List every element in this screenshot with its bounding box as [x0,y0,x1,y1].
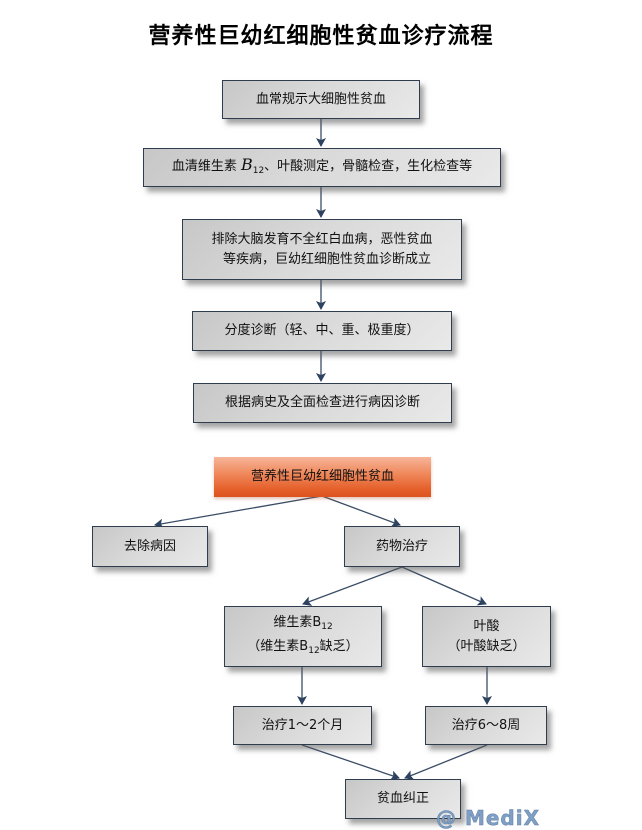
step-etiology-diagnosis: 根据病史及全面检查进行病因诊断 [193,383,452,423]
step-label: 血清维生素 B12、叶酸测定，骨髓检查，生化检查等 [171,154,473,176]
treatment-root-node: 营养性巨幼红细胞性贫血 [214,457,431,497]
page-title: 营养性巨幼红细胞性贫血诊疗流程 [148,24,494,49]
node-label-line2: （叶酸缺乏） [447,638,526,654]
step-exclude-diagnose: 排除大脑发育不全红白血病，恶性贫血 等疾病，巨幼红细胞性贫血诊断成立 [182,219,462,280]
arrow-drug-folic [401,566,487,606]
node-drug-therapy: 药物治疗 [344,526,460,567]
step-label: 分度诊断（轻、中、重、极重度） [224,323,420,338]
node-treat-folic-duration: 治疗6～8周 [425,706,547,745]
arrow-treatb12-result [301,744,400,781]
step-label-line2: 等疾病，巨幼红细胞性贫血诊断成立 [222,251,431,267]
node-label: 药物治疗 [375,538,428,554]
node-label-line2: （维生素B12缺乏） [247,638,359,656]
node-remove-cause: 去除病因 [92,526,208,567]
step-label-line1: 排除大脑发育不全红白血病，恶性贫血 [211,231,433,247]
step-lab-tests: 血清维生素 B12、叶酸测定，骨髓检查，生化检查等 [143,148,501,187]
b12-symbol: B [240,154,253,174]
node-label: 治疗1～2个月 [261,717,344,733]
arrow-root-drug [321,495,401,527]
medix-watermark: @ MediX [436,806,541,830]
node-label-line1: 维生素B12 [273,614,333,632]
step-severity-grading: 分度诊断（轻、中、重、极重度） [192,311,452,351]
node-label: 治疗6～8周 [451,717,521,733]
node-label-line1: 叶酸 [473,618,500,634]
node-vitamin-b12: 维生素B12 （维生素B12缺乏） [224,606,382,667]
step-cbc-macrocytic-anemia: 血常规示大细胞性贫血 [222,80,420,119]
arrow-drug-b12 [302,566,403,606]
arrow-treatfolic-result [404,744,488,780]
arrow-root-remove [154,495,323,529]
node-folic-acid: 叶酸 （叶酸缺乏） [422,606,551,667]
step-label: 根据病史及全面检查进行病因诊断 [224,395,420,410]
root-label: 营养性巨幼红细胞性贫血 [250,469,394,484]
step-label: 血常规示大细胞性贫血 [255,91,386,107]
node-treat-b12-duration: 治疗1～2个月 [233,706,372,745]
node-label: 去除病因 [123,538,176,554]
node-anemia-corrected: 贫血纠正 [345,779,461,819]
node-label: 贫血纠正 [376,791,429,806]
